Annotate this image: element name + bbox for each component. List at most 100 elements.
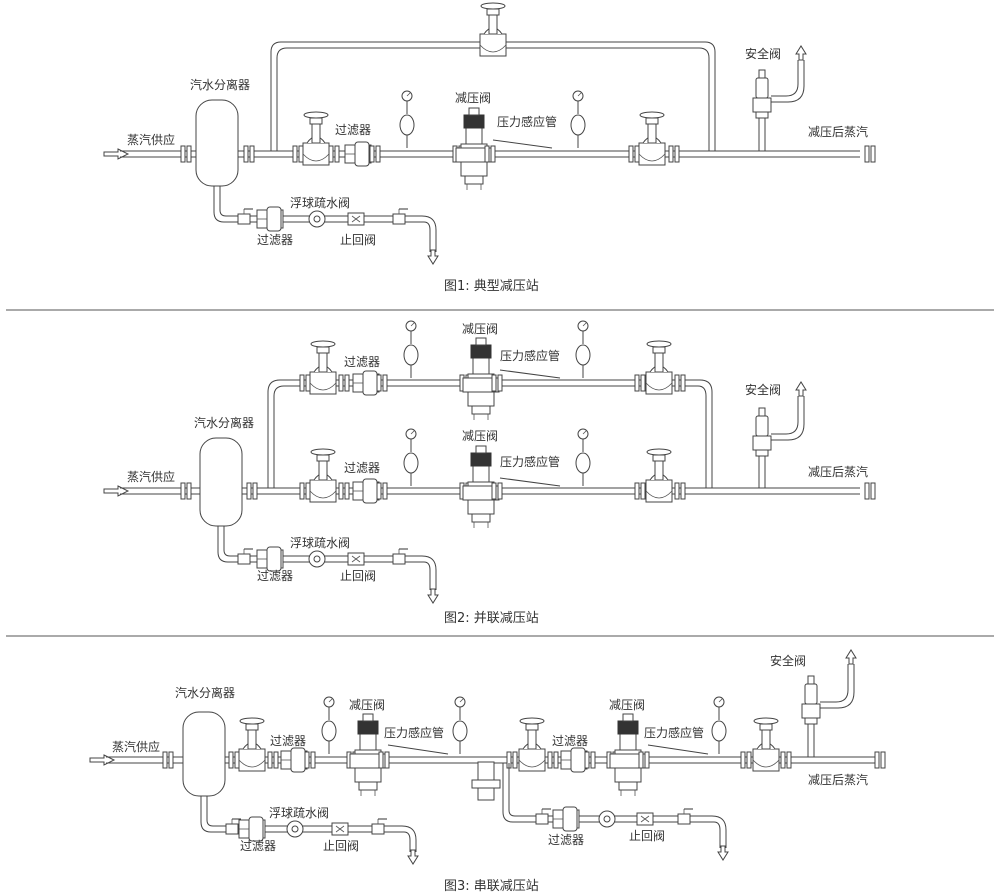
strainer-icon	[344, 141, 372, 167]
flange-icon	[634, 482, 646, 500]
outlet-gate-valve-icon	[638, 111, 666, 166]
label-outlet: 减压后蒸汽	[808, 464, 868, 479]
pressure-gauge-icon	[452, 696, 468, 755]
flange-icon	[338, 482, 350, 500]
label-prv-2: 减压阀	[609, 698, 645, 712]
bypass-valve-icon	[479, 2, 507, 57]
drain-strainer-icon	[238, 816, 266, 842]
label-strainer: 过滤器	[335, 123, 371, 137]
label-separator: 汽水分离器	[194, 415, 254, 430]
safety-exhaust	[820, 664, 855, 709]
exhaust-arrow-icon	[795, 45, 807, 61]
label-drain-strainer: 过滤器	[257, 569, 293, 583]
flange-icon	[668, 145, 680, 163]
sensing-pipe	[647, 744, 709, 755]
label-inlet: 蒸汽供应	[127, 132, 175, 147]
flange-icon	[547, 751, 559, 769]
label-outlet: 减压后蒸汽	[808, 124, 868, 139]
drain-arrow-icon	[427, 249, 439, 265]
sensing-pipe	[499, 369, 561, 379]
check-valve-icon	[347, 552, 365, 566]
safety-riser	[807, 724, 815, 757]
strainer-icon	[352, 370, 380, 396]
safety-exhaust	[771, 396, 805, 441]
pressure-gauge-icon	[399, 90, 415, 149]
flange-icon	[267, 751, 279, 769]
drain-pipe	[217, 526, 437, 590]
flange-icon	[246, 482, 258, 500]
label-separator: 汽水分离器	[175, 685, 235, 700]
gate-valve-icon	[309, 448, 337, 503]
label-outlet: 减压后蒸汽	[808, 772, 868, 787]
label-inlet: 蒸汽供应	[127, 469, 175, 484]
label-sensing-pipe-1: 压力感应管	[384, 725, 444, 740]
float-trap-icon	[308, 210, 326, 228]
flange-icon	[376, 482, 388, 500]
label-drain-strainer: 过滤器	[257, 233, 293, 247]
flange-icon	[864, 482, 876, 500]
drain-pipe	[200, 796, 417, 852]
label-check-valve: 止回阀	[340, 569, 376, 583]
figure-3: 蒸汽供应 汽水分离器 过滤器 减压阀 压力感应管 过滤器 减压阀 压力感应管 安…	[89, 649, 886, 894]
check-valve-icon	[331, 822, 349, 836]
pressure-gauge-icon	[575, 320, 591, 379]
flange-icon	[376, 374, 388, 392]
gate-valve-icon	[238, 717, 266, 772]
pressure-gauge-icon	[403, 428, 419, 487]
label-trap: 浮球疏水阀	[290, 535, 350, 550]
exhaust-arrow-icon	[845, 649, 857, 665]
gate-valve-icon	[752, 717, 780, 772]
label-prv-1: 减压阀	[349, 698, 385, 712]
sensing-pipe	[492, 139, 553, 149]
flange-icon	[228, 751, 240, 769]
figure-2-caption: 图2: 并联减压站	[444, 611, 539, 626]
figure-1: 蒸汽供应 汽水分离器 过滤器 减压阀 压力感应管 安全阀 减压后蒸汽 浮球疏水阀…	[103, 2, 876, 294]
drip-pocket-base	[471, 779, 501, 789]
flange-icon	[874, 751, 886, 769]
figure-2: 蒸汽供应 汽水分离器 过滤器 减压阀 压力感应管 过滤器 减压阀 压力感应管 安…	[103, 320, 876, 626]
label-prv-top: 减压阀	[462, 322, 498, 336]
label-separator: 汽水分离器	[190, 77, 250, 92]
flange-icon	[369, 145, 381, 163]
inlet-gate-valve-icon	[302, 111, 330, 166]
label-safety-valve: 安全阀	[770, 653, 806, 668]
label-sensing-pipe-bottom: 压力感应管	[500, 454, 560, 469]
sensing-pipe	[387, 744, 449, 755]
label-strainer-2: 过滤器	[552, 734, 588, 748]
pressure-gauge-icon	[321, 696, 337, 755]
drain-strainer-icon	[256, 206, 284, 232]
separator-vessel	[182, 711, 226, 797]
pressure-gauge-icon	[575, 428, 591, 487]
flange-icon	[328, 145, 340, 163]
flange-icon	[864, 145, 876, 163]
safety-valve-icon	[752, 69, 772, 119]
flange-icon	[299, 374, 311, 392]
flange-icon	[780, 751, 792, 769]
label-inlet: 蒸汽供应	[112, 739, 160, 754]
strainer-icon	[560, 747, 588, 773]
flange-icon	[180, 482, 192, 500]
drain-arrow-icon	[407, 849, 419, 865]
float-trap-icon	[286, 820, 304, 838]
pressure-gauge-icon	[711, 696, 727, 755]
label-prv: 减压阀	[455, 91, 491, 105]
label-safety-valve: 安全阀	[745, 46, 781, 61]
flange-icon	[634, 374, 646, 392]
flange-icon	[584, 751, 596, 769]
safety-exhaust	[771, 60, 805, 103]
check-valve-icon	[347, 212, 365, 226]
flange-icon	[628, 145, 640, 163]
safety-riser	[758, 456, 766, 488]
label-strainer-bottom: 过滤器	[344, 461, 380, 475]
drain-strainer-icon	[256, 546, 284, 572]
flange-icon	[674, 482, 686, 500]
gate-valve-icon	[309, 340, 337, 395]
float-trap-icon	[308, 550, 326, 568]
safety-valve-icon	[801, 675, 821, 725]
flange-icon	[338, 374, 350, 392]
exhaust-arrow-icon	[795, 381, 807, 397]
float-trap-icon	[598, 810, 616, 828]
figure-1-caption: 图1: 典型减压站	[444, 279, 539, 294]
label-sensing-pipe: 压力感应管	[497, 114, 557, 129]
